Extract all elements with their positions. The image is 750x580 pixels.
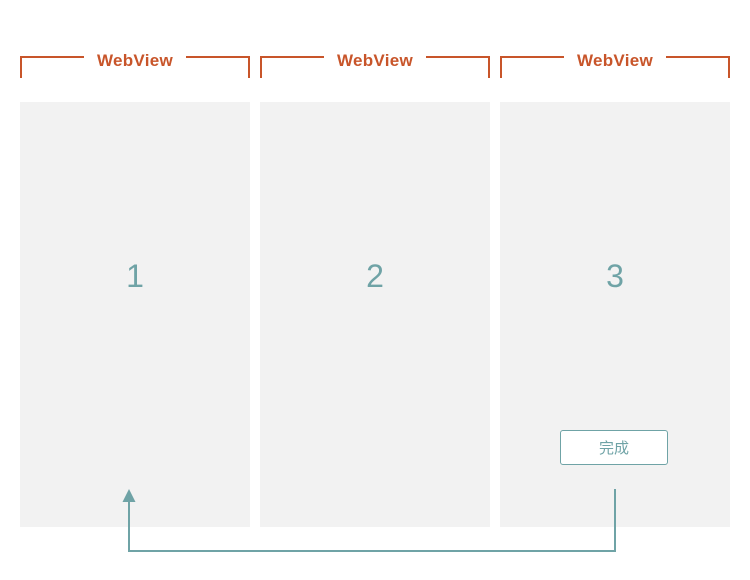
- webview-panel-1: 1: [20, 102, 250, 527]
- webview-label-1: WebView: [96, 51, 174, 70]
- webview-bracket-3: WebView: [500, 50, 730, 80]
- done-button[interactable]: 完成: [560, 430, 668, 465]
- panel-number-3: 3: [606, 258, 624, 294]
- webview-panel-3: 3 完成: [500, 102, 730, 527]
- webview-bracket-1: WebView: [20, 50, 250, 80]
- webview-panel-2: 2: [260, 102, 490, 527]
- webview-bracket-2: WebView: [260, 50, 490, 80]
- flow-arrow-head: [122, 489, 136, 502]
- webview-label-2: WebView: [336, 51, 414, 70]
- webview-label-3: WebView: [576, 51, 654, 70]
- flow-arrow-line: [128, 489, 616, 552]
- panel-number-1: 1: [126, 258, 144, 294]
- panel-number-2: 2: [366, 258, 384, 294]
